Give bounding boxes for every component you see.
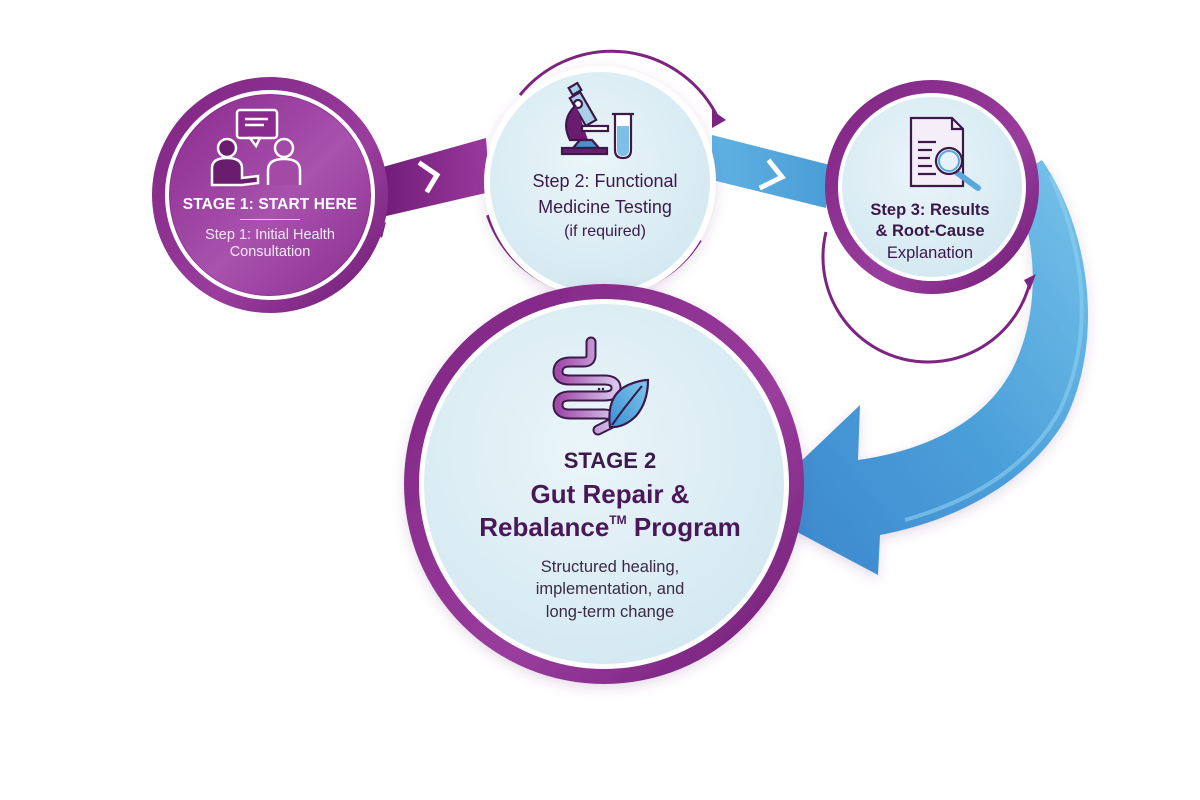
stage2-title-line1: Gut Repair & (530, 479, 690, 509)
step3-node (821, 80, 1039, 364)
stage2-title: Gut Repair & RebalanceTM Program (430, 478, 790, 543)
stage1-title: STAGE 1: START HERE (182, 196, 358, 213)
stage2-kicker: STAGE 2 (563, 448, 657, 473)
stage1-divider (240, 219, 300, 220)
step3-line2: & Root-Cause (875, 222, 985, 241)
connector-step2-step3 (712, 135, 830, 208)
trademark-mark: TM (609, 512, 627, 527)
microscope-test-tube-icon (560, 81, 634, 160)
stage1-step-label: Step 1: Initial Health Consultation (175, 227, 365, 261)
stage1-step-line1: Step 1: Initial Health (205, 227, 335, 243)
stage2-title-line2: RebalanceTM Program (430, 511, 790, 544)
step2-label: Step 2: Functional Medicine Testing (if … (485, 168, 725, 243)
stage2-desc-line2: implementation, and (535, 580, 685, 599)
curved-arrow-step3-stage2 (752, 160, 1089, 575)
stage1-step-line2: Consultation (229, 244, 311, 261)
step3-line3: Explanation (886, 243, 974, 262)
step2-line1: Step 2: Functional (532, 171, 678, 191)
stage1-node (152, 77, 388, 313)
step3-line1: Step 3: Results (870, 201, 990, 219)
step2-line3: (if required) (564, 223, 646, 241)
step2-line2: Medicine Testing (538, 197, 672, 218)
step3-label: Step 3: Results & Root-Cause Explanation (830, 200, 1030, 264)
stage2-desc-line1: Structured healing, (540, 558, 680, 576)
chevron-right-icon (417, 160, 441, 194)
connector-stage1-step2 (372, 138, 490, 218)
stage2-title-program: Program (626, 511, 741, 542)
gut-leaf-icon (552, 336, 650, 436)
stage2-desc-line3: long-term change (545, 602, 675, 621)
stage2-node (404, 284, 804, 684)
consultation-icon (210, 108, 302, 187)
chevron-right-icon (758, 158, 786, 191)
stage2-title-rebalance: Rebalance (479, 511, 610, 542)
step2-node (484, 49, 726, 298)
document-magnifier-icon (909, 116, 981, 191)
stage2-description: Structured healing, implementation, and … (470, 556, 750, 623)
